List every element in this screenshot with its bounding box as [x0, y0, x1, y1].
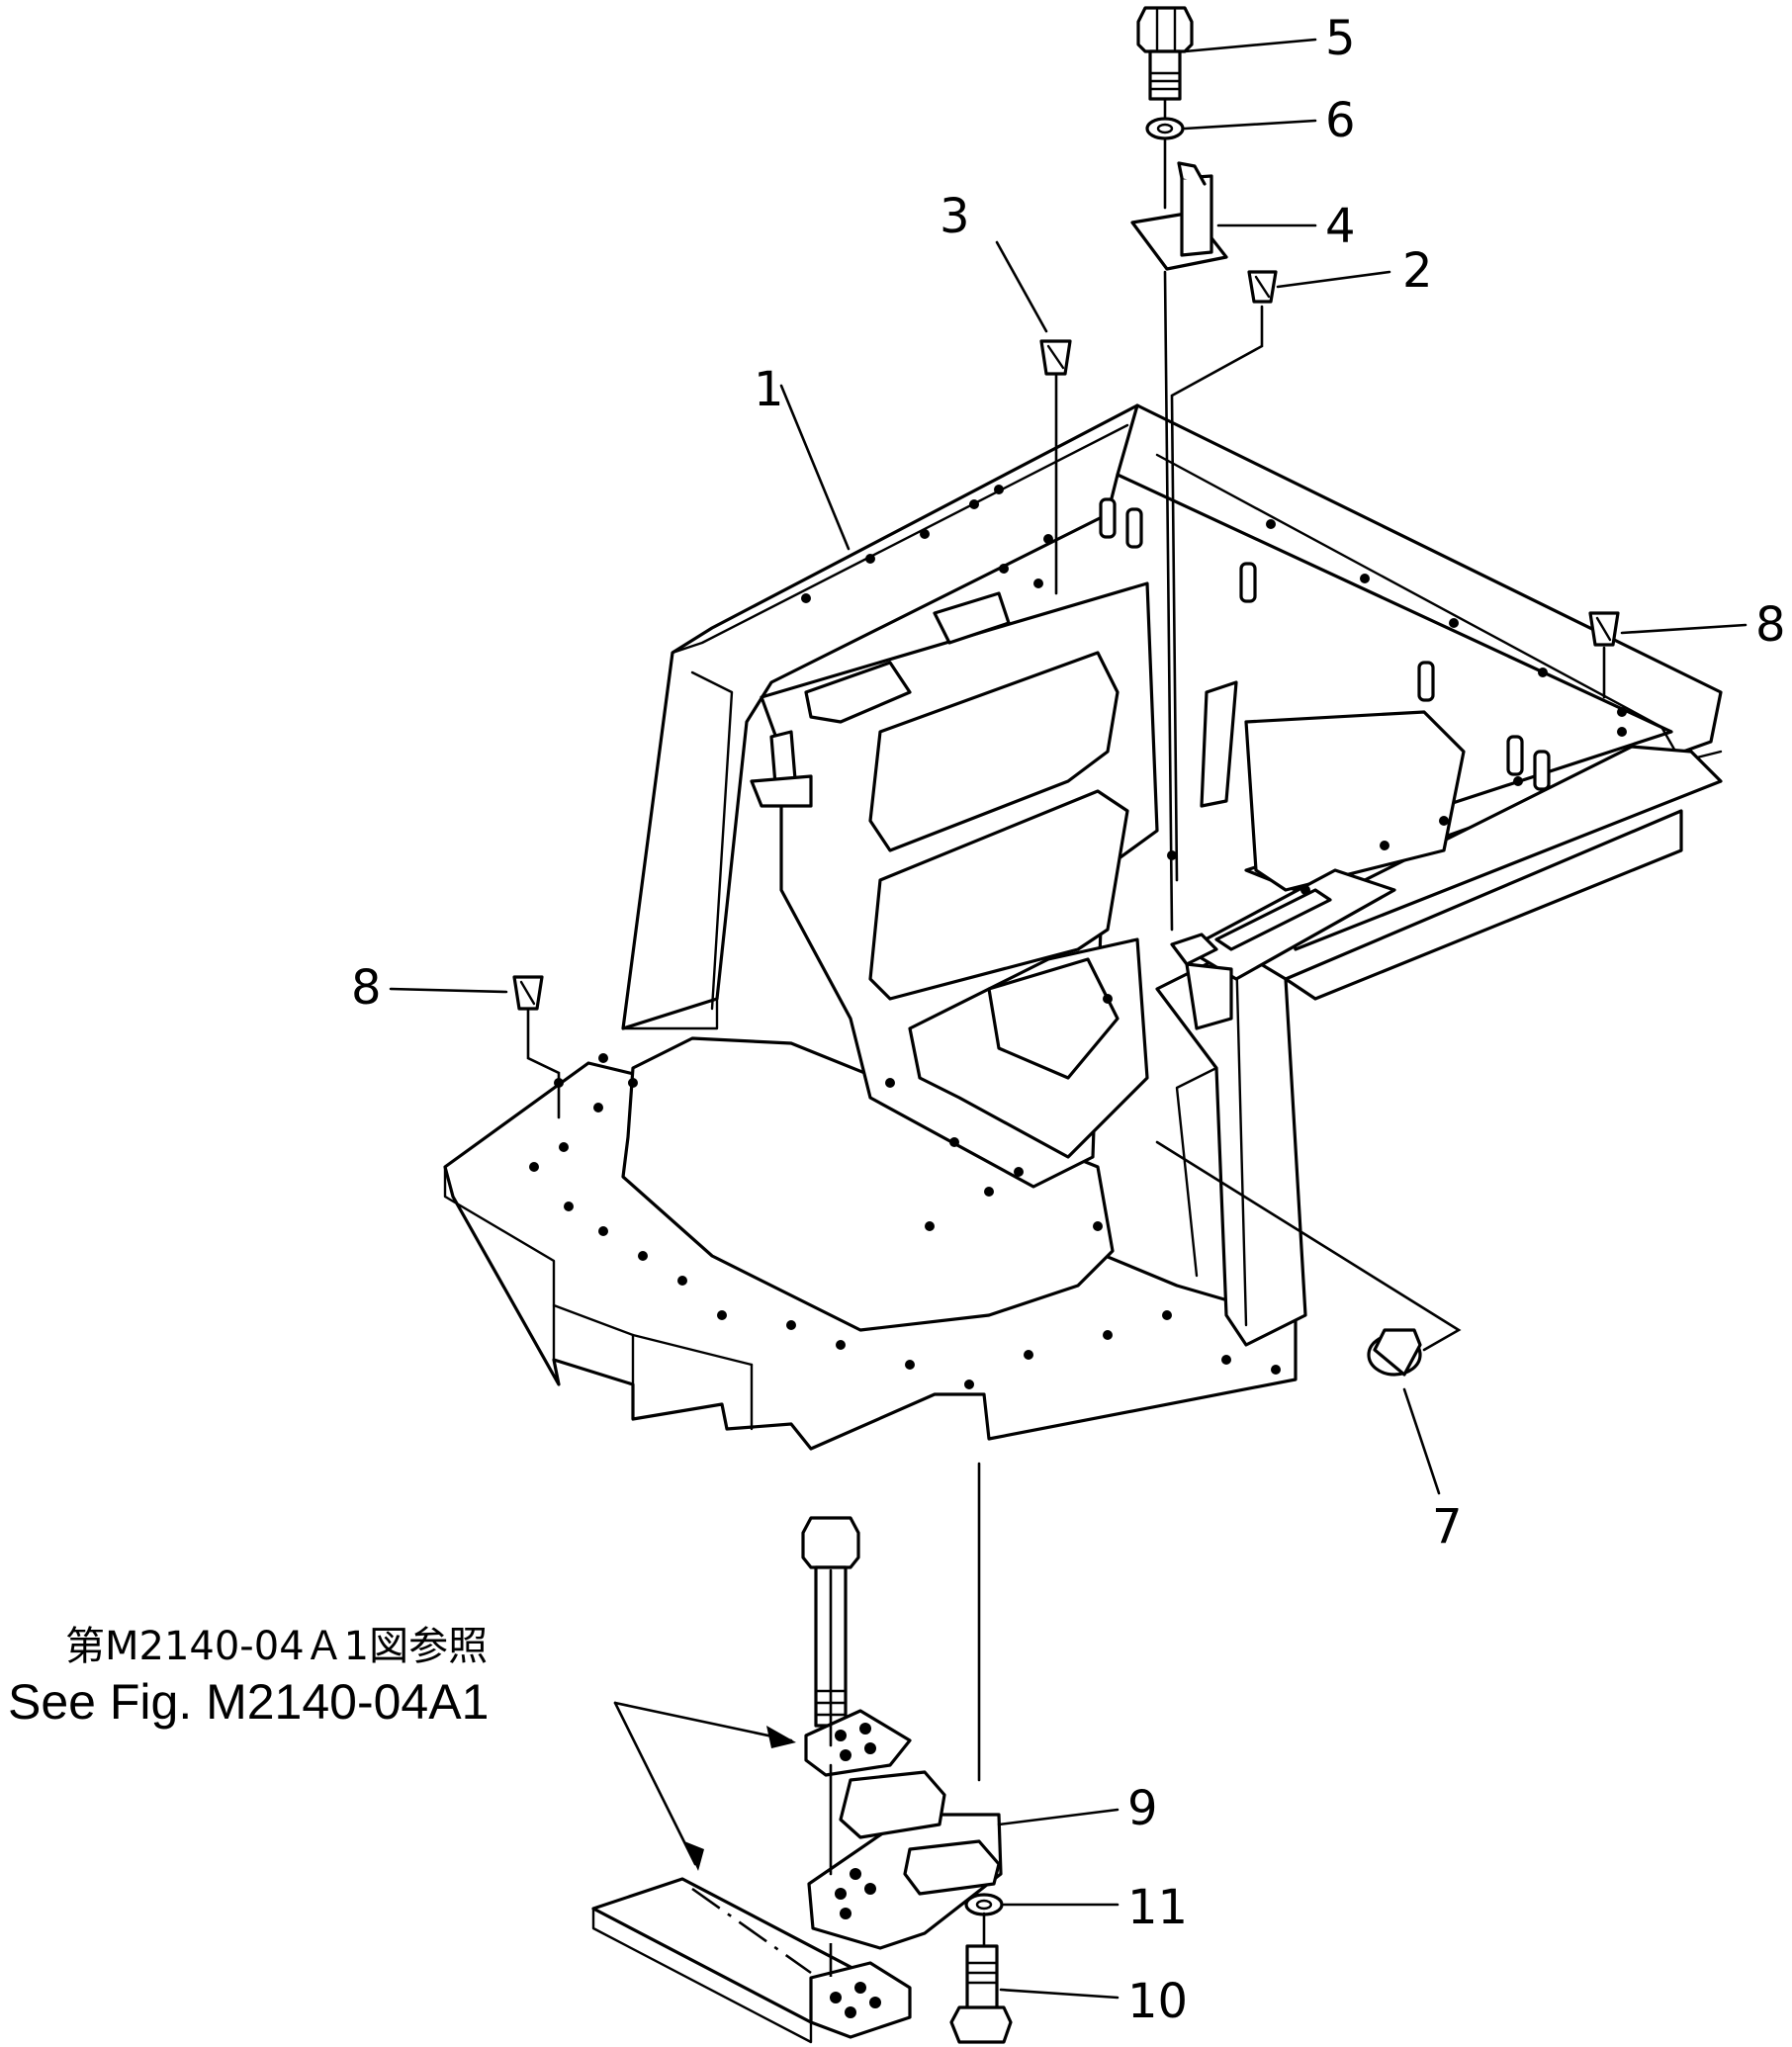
callout-10: 10	[1127, 1974, 1188, 2029]
reference-arrows	[613, 1701, 796, 1871]
leader-lines	[389, 38, 1747, 2000]
callout-7: 7	[1432, 1499, 1463, 1555]
frame-holes	[529, 485, 1627, 1389]
callout-6: 6	[1325, 93, 1356, 148]
reference-note-japanese: 第M2140-04Ａ1図参照	[65, 1624, 489, 1669]
callout-9: 9	[1127, 1781, 1158, 1836]
part-5-bolt	[1136, 6, 1194, 101]
callout-3: 3	[940, 189, 970, 244]
callout-11: 11	[1127, 1880, 1188, 1935]
frame-pins	[1099, 497, 1551, 791]
part-7-cap	[1367, 1328, 1422, 1377]
part-4-bracket	[1130, 161, 1228, 271]
part-3-plug	[1039, 339, 1072, 376]
callout-1: 1	[754, 362, 784, 417]
part-8-plug-right	[1588, 611, 1620, 647]
part-10-bolt	[949, 1944, 1013, 2044]
callout-5: 5	[1325, 11, 1356, 66]
main-frame	[443, 403, 1723, 1451]
callout-8-left: 8	[351, 960, 382, 1016]
track-frame-bar	[591, 1877, 912, 2044]
part-8-plug-left	[512, 975, 544, 1011]
part-9-mount-block	[807, 1770, 1003, 1950]
part-11-washer	[964, 1893, 1004, 1916]
callout-4: 4	[1325, 199, 1356, 254]
callout-8-right: 8	[1755, 597, 1786, 653]
reference-note-english: See Fig. M2140-04A1	[8, 1674, 490, 1730]
part-6-washer	[1145, 117, 1185, 140]
callout-2: 2	[1402, 243, 1433, 299]
callout-labels: 1 2 3 4 5 6 7 8 8 9 11 10	[351, 11, 1786, 2029]
part-2-plug	[1247, 270, 1278, 304]
